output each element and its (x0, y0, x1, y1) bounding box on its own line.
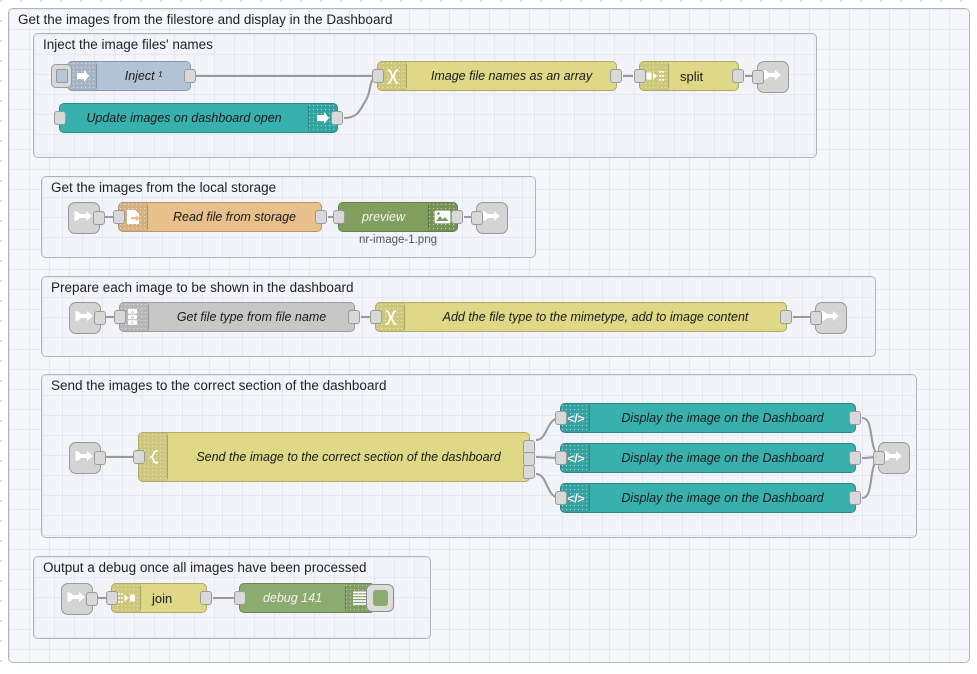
node-linkin3[interactable] (69, 302, 106, 334)
output-port[interactable] (200, 591, 212, 605)
output-port[interactable] (94, 451, 106, 465)
node-display3[interactable]: </> Display the image on the Dashboard (555, 483, 861, 513)
output-port[interactable] (184, 69, 196, 83)
node-linkout4[interactable] (873, 442, 910, 474)
link-out-icon (884, 448, 904, 469)
input-port[interactable] (372, 69, 384, 83)
output-port[interactable] (849, 411, 861, 425)
group-label: Output a debug once all images have been… (43, 560, 367, 575)
output-port[interactable] (93, 211, 105, 225)
output-port[interactable] (780, 310, 792, 324)
output-port-3[interactable] (523, 464, 535, 479)
node-filenames[interactable]: Image file names as an array (372, 61, 622, 91)
input-port[interactable] (113, 210, 125, 224)
node-join[interactable]: join (106, 583, 212, 613)
group-label: Inject the image files' names (43, 37, 213, 52)
svg-text:B: B (131, 314, 134, 319)
link-out-icon (763, 67, 783, 88)
svg-text:</>: </> (567, 492, 584, 506)
link-out-icon (482, 208, 502, 229)
input-port[interactable] (555, 491, 567, 505)
input-port[interactable] (114, 310, 126, 324)
node-linkin2[interactable] (68, 202, 105, 234)
output-port[interactable] (610, 69, 622, 83)
node-debug[interactable]: debug 141 (234, 583, 394, 613)
node-label: Display the image on the Dashboard (621, 491, 824, 505)
node-label: join (152, 590, 173, 606)
group-label: Get the images from the local storage (51, 180, 277, 195)
link-in-icon (75, 308, 95, 329)
output-port[interactable] (732, 69, 744, 83)
link-out-icon (821, 308, 841, 329)
node-inject[interactable]: Inject ¹ (51, 61, 196, 91)
node-linkout1[interactable] (752, 61, 789, 93)
link-in-icon (74, 208, 94, 229)
group-g1[interactable]: Inject the image files' names (33, 33, 817, 158)
output-port[interactable] (451, 210, 463, 224)
node-sublabel: nr-image-1.png (359, 234, 437, 246)
svg-text:</>: </> (567, 412, 584, 426)
node-readfile[interactable]: Read file from storage (113, 202, 327, 232)
output-port[interactable] (348, 310, 360, 324)
input-port[interactable] (555, 451, 567, 465)
ui-event-arrow-icon (308, 104, 337, 132)
input-port[interactable] (873, 451, 885, 465)
node-display1[interactable]: </> Display the image on the Dashboard (555, 403, 861, 433)
input-port[interactable] (471, 211, 483, 225)
node-label: Display the image on the Dashboard (621, 411, 824, 425)
node-linkin4[interactable] (69, 442, 106, 474)
node-dashopen[interactable]: Update images on dashboard open (54, 103, 343, 133)
group-label: Send the images to the correct section o… (51, 378, 387, 393)
node-display2[interactable]: </> Display the image on the Dashboard (555, 443, 861, 473)
node-label: Read file from storage (173, 210, 296, 224)
input-port[interactable] (106, 591, 118, 605)
input-port[interactable] (370, 310, 382, 324)
input-port[interactable] (54, 111, 66, 125)
node-preview[interactable]: preview (333, 202, 463, 232)
svg-text:A: A (131, 309, 134, 314)
node-label: Image file names as an array (430, 69, 593, 83)
node-label: Get file type from file name (176, 310, 327, 324)
link-in-icon (75, 448, 95, 469)
input-port[interactable] (133, 450, 145, 464)
inject-arrow-icon (68, 62, 97, 90)
input-port[interactable] (555, 411, 567, 425)
output-port[interactable] (86, 592, 98, 606)
svg-text:</>: </> (567, 452, 584, 466)
group-label: Prepare each image to be shown in the da… (51, 280, 354, 295)
node-label: Display the image on the Dashboard (621, 451, 824, 465)
node-linkout3[interactable] (810, 302, 847, 334)
node-label: debug 141 (262, 591, 323, 605)
output-port[interactable] (331, 111, 343, 125)
svg-text:C: C (131, 320, 134, 325)
output-port[interactable] (849, 451, 861, 465)
link-in-icon (67, 589, 87, 610)
function-icon (376, 303, 405, 331)
node-label: Inject ¹ (124, 69, 163, 83)
node-switch[interactable]: Send the image to the correct section of… (133, 432, 535, 482)
output-port[interactable] (315, 210, 327, 224)
output-port[interactable] (849, 491, 861, 505)
node-label: split (680, 68, 704, 84)
node-mimetype[interactable]: Add the file type to the mimetype, add t… (370, 302, 792, 332)
node-label: Send the image to the correct section of… (196, 450, 501, 464)
node-linkin5[interactable] (61, 583, 98, 615)
node-split[interactable]: split (634, 61, 744, 91)
node-label: Add the file type to the mimetype, add t… (442, 310, 749, 324)
input-port[interactable] (333, 210, 345, 224)
debug-toggle-button[interactable] (366, 584, 394, 612)
inject-trigger-button[interactable] (51, 64, 72, 88)
output-port[interactable] (94, 311, 106, 325)
node-label: Update images on dashboard open (86, 111, 282, 125)
output-port-2[interactable] (523, 452, 535, 466)
input-port[interactable] (752, 70, 764, 84)
node-linkout2[interactable] (471, 202, 508, 234)
input-port[interactable] (634, 69, 646, 83)
input-port[interactable] (810, 311, 822, 325)
node-label: preview (361, 210, 406, 224)
group-label: Get the images from the filestore and di… (18, 12, 393, 27)
input-port[interactable] (234, 591, 246, 605)
